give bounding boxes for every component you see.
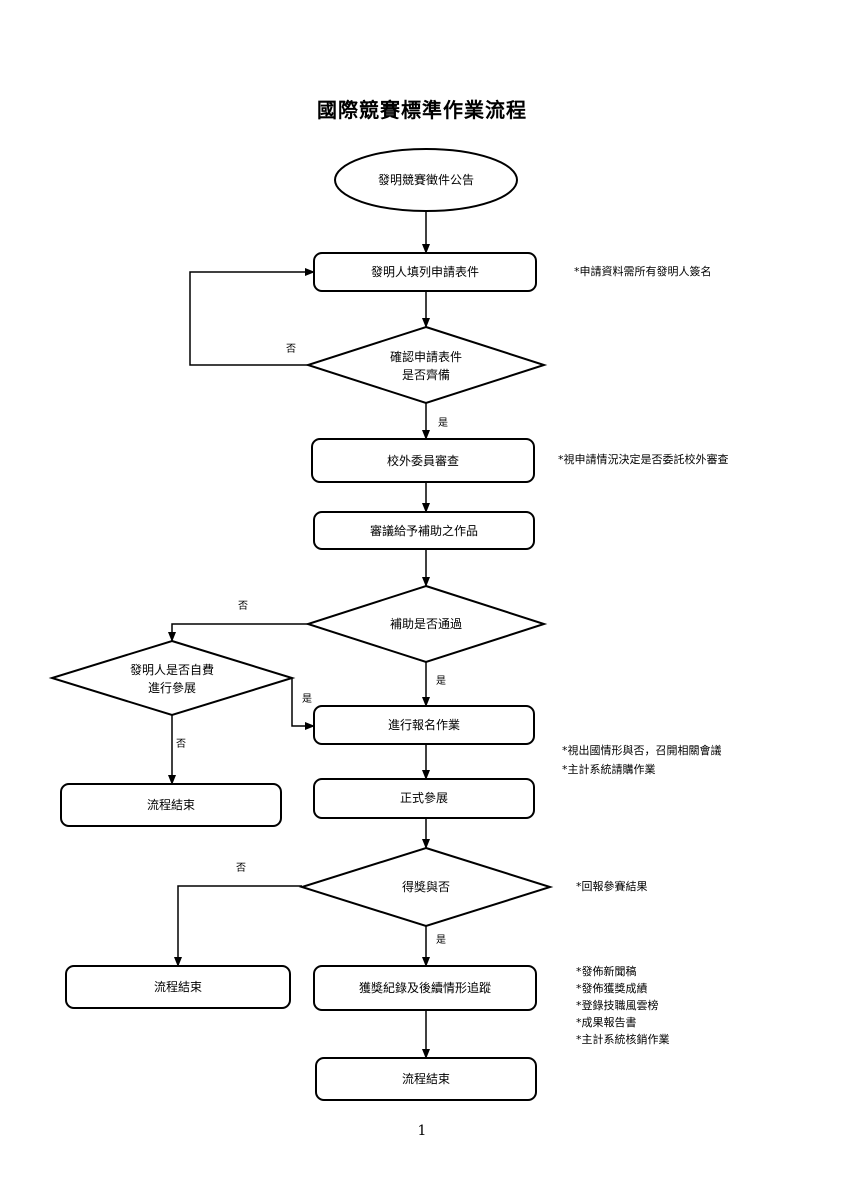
start-ellipse (334, 148, 518, 212)
end-left-2-label: 流程結束 (154, 979, 202, 994)
arrow-pass-no (168, 623, 308, 642)
note-award: *回報參賽結果 (576, 879, 648, 895)
check-form-label-line2: 是否齊備 (402, 367, 450, 382)
note-fill-form: *申請資料需所有發明人簽名 (574, 264, 712, 280)
start-label: 發明競賽徵件公告 (378, 172, 474, 187)
note-line: *回報參賽結果 (576, 880, 648, 893)
page-number: 1 (417, 1123, 427, 1139)
edge-label-yes-check: 是 (438, 417, 448, 429)
note-external-review: *視申請情況決定是否委託校外審查 (558, 452, 729, 468)
end-left-2-box (65, 965, 291, 1009)
arrow-award-no (174, 885, 302, 967)
check-form-diamond (304, 325, 548, 405)
self-pay-label-line2: 進行參展 (148, 680, 196, 695)
award-tracking-box (313, 965, 537, 1011)
note-line: *成果報告書 (576, 1016, 637, 1029)
note-line: *申請資料需所有發明人簽名 (574, 265, 712, 278)
registration-label: 進行報名作業 (388, 717, 460, 732)
edge-label-no-check: 否 (286, 343, 296, 355)
grant-pass-diamond (304, 584, 548, 664)
grant-pass-label: 補助是否通過 (390, 617, 462, 631)
exhibit-box (313, 778, 535, 819)
exhibit-label: 正式參展 (400, 790, 448, 805)
end-left-1-label: 流程結束 (147, 797, 195, 812)
end-final-box (315, 1057, 537, 1101)
note-line: *視申請情況決定是否委託校外審查 (558, 453, 729, 466)
award-tracking-label: 獲獎紀錄及後續情形追蹤 (359, 980, 491, 995)
edge-label-yes-pass: 是 (436, 675, 446, 687)
note-line: *主計系統核銷作業 (576, 1033, 670, 1046)
edge-label-yes-selfpay: 是 (302, 693, 312, 705)
arrow-selfpay-yes (291, 678, 315, 730)
grant-decision-label: 審議給予補助之作品 (370, 523, 478, 538)
fill-form-box (313, 252, 537, 292)
note-line: *主計系統請購作業 (562, 763, 656, 776)
end-final-label: 流程結束 (402, 1071, 450, 1086)
note-award-tracking: *發佈新聞稿 *發佈獲獎成績 *登錄技職風雲榜 *成果報告書 *主計系統核銷作業 (576, 963, 670, 1048)
external-review-box (311, 438, 535, 483)
edge-label-no-pass: 否 (238, 600, 248, 612)
note-line: *發佈獲獎成績 (576, 982, 648, 995)
note-line: *發佈新聞稿 (576, 965, 637, 978)
external-review-label: 校外委員審查 (387, 453, 459, 468)
edge-label-no-selfpay: 否 (176, 738, 186, 750)
award-label: 得獎與否 (402, 879, 450, 894)
self-pay-label-line1: 發明人是否自費 (130, 662, 214, 677)
fill-form-label: 發明人填列申請表件 (371, 264, 479, 279)
check-form-label-line1: 確認申請表件 (390, 349, 462, 364)
self-pay-diamond (48, 639, 296, 717)
page-title: 國際競賽標準作業流程 (317, 98, 527, 122)
grant-decision-box (313, 511, 535, 550)
edge-label-yes-award: 是 (436, 934, 446, 946)
edge-label-no-award: 否 (236, 862, 246, 874)
note-line: *視出國情形與否，召開相關會議 (562, 744, 722, 757)
registration-box (313, 705, 535, 745)
end-left-1-box (60, 783, 282, 827)
arrow-check-no-loop (189, 268, 315, 366)
note-registration: *視出國情形與否，召開相關會議 *主計系統請購作業 (562, 741, 722, 779)
note-line: *登錄技職風雲榜 (576, 999, 659, 1012)
connectors (168, 211, 430, 1059)
award-diamond (298, 846, 554, 928)
